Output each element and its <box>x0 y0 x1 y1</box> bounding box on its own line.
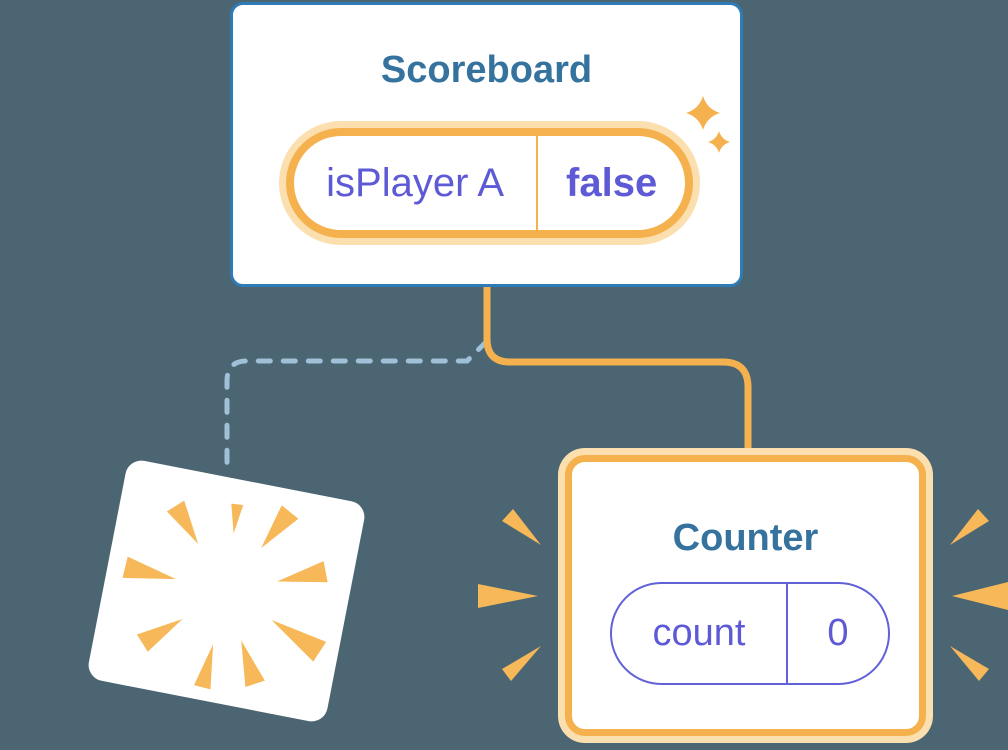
scoreboard-state-pill: isPlayer A false <box>286 128 693 238</box>
connector-active-solid <box>483 280 752 458</box>
scoreboard-component-card: Scoreboard isPlayer A false <box>230 2 743 287</box>
connector-removed-dashed <box>224 338 490 473</box>
scoreboard-title: Scoreboard <box>380 49 593 91</box>
explosion-burst-icon <box>122 500 328 690</box>
scoreboard-state-name: isPlayer A <box>326 160 505 205</box>
counter-state-pill: count 0 <box>610 582 890 685</box>
counter-state-value: 0 <box>786 584 888 683</box>
destroyed-component-card <box>85 457 368 725</box>
scoreboard-state-value: false <box>536 136 685 230</box>
counter-component-card: Counter count 0 <box>565 455 926 736</box>
counter-state-name: count <box>652 612 746 654</box>
sparkle-icon <box>686 96 730 153</box>
counter-title: Counter <box>672 517 819 559</box>
